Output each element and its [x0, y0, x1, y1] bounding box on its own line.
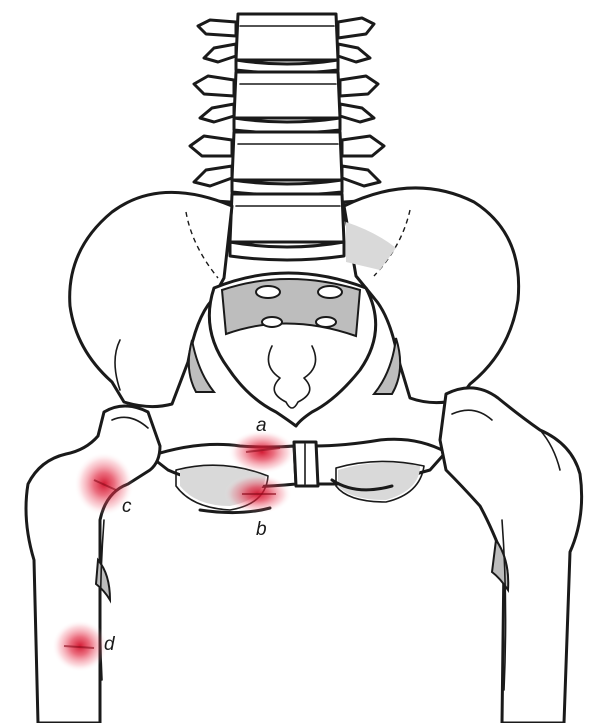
- pain-area-d: [52, 620, 108, 672]
- vertebra-l2: [198, 14, 374, 62]
- left-sciatic-shading: [189, 340, 214, 392]
- pain-area-a: [228, 430, 296, 474]
- disc-4: [230, 242, 344, 260]
- pubic-symphysis: [294, 442, 318, 486]
- left-femur: [26, 406, 160, 723]
- label-c: c: [122, 496, 132, 517]
- label-d: d: [104, 634, 116, 655]
- sacrum: [209, 273, 375, 426]
- left-ilium: [70, 192, 232, 406]
- vertebra-l3: [194, 72, 378, 122]
- pubic-region: [150, 439, 446, 512]
- vertebra-l4: [190, 132, 384, 186]
- right-femur: [440, 388, 582, 723]
- label-a: a: [256, 415, 267, 436]
- label-b: b: [256, 519, 267, 540]
- right-sciatic-shading: [374, 338, 400, 394]
